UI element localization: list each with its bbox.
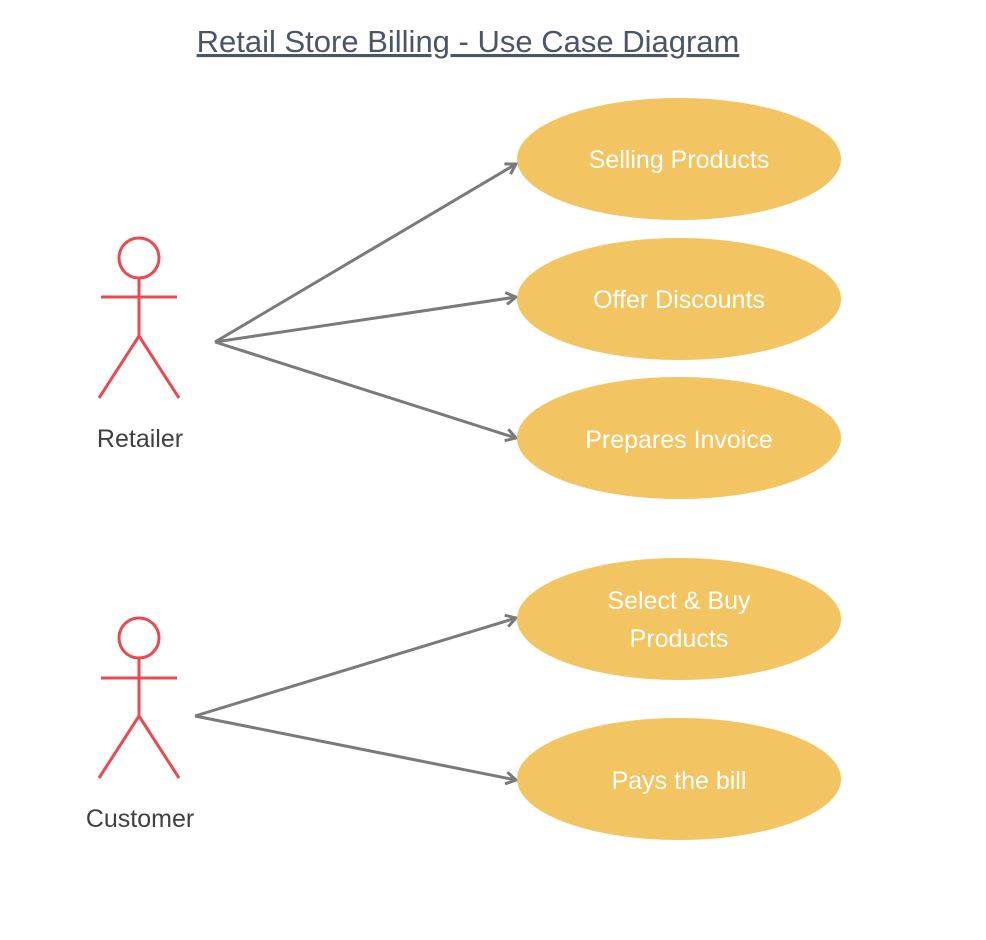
use-case-offer-discounts: Offer Discounts <box>517 238 841 360</box>
association-retailer-offer-discounts <box>214 297 516 344</box>
stick-figure-icon <box>97 236 181 399</box>
association-retailer-selling-products <box>214 164 516 344</box>
actor-label-customer: Customer <box>86 805 194 833</box>
stick-figure-icon <box>97 616 181 779</box>
association-customer-select-buy <box>194 618 516 718</box>
use-case-pays-the-bill: Pays the bill <box>517 718 841 840</box>
use-case-label: Prepares Invoice <box>585 426 773 454</box>
use-case-label-line-1: Select & Buy <box>607 587 751 615</box>
use-case-label-line-2: Products <box>630 625 729 653</box>
use-case-selling-products: Selling Products <box>517 98 841 220</box>
actor-label-retailer: Retailer <box>97 425 183 453</box>
use-case-prepares-invoice: Prepares Invoice <box>517 377 841 499</box>
diagram-title: Retail Store Billing - Use Case Diagram <box>197 24 740 59</box>
actor-retailer: Retailer <box>97 236 183 453</box>
actor-customer: Customer <box>86 616 194 833</box>
use-case-label: Offer Discounts <box>593 286 765 314</box>
use-case-label: Pays the bill <box>612 767 747 795</box>
association-customer-pays-bill <box>194 714 516 780</box>
associations <box>194 164 516 780</box>
use-case-select-buy-products: Select & Buy Products <box>517 558 841 680</box>
association-retailer-prepares-invoice <box>214 340 516 438</box>
use-case-label: Selling Products <box>589 146 770 174</box>
